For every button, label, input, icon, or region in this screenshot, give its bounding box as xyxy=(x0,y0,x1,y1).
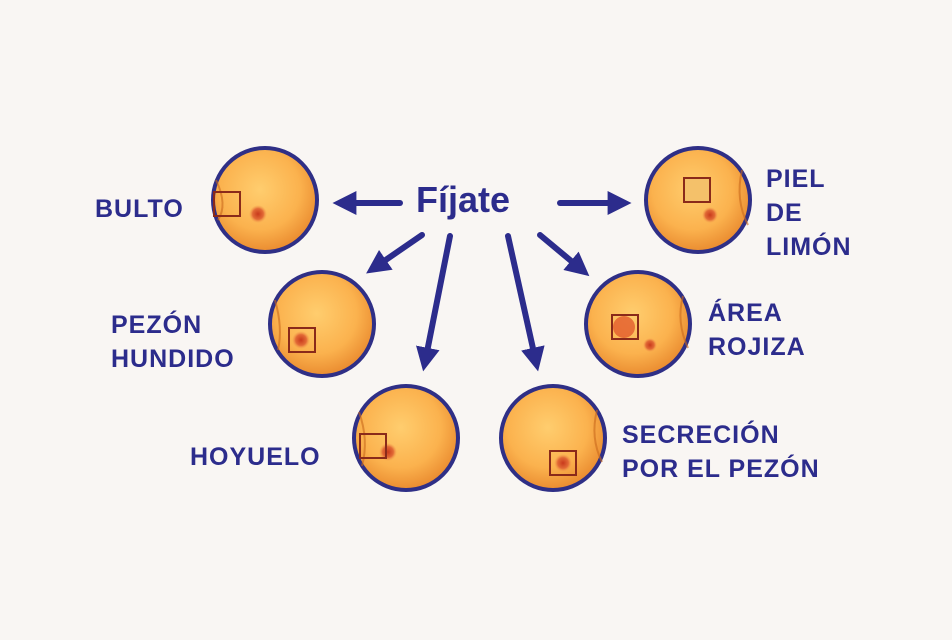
label-line: DE xyxy=(766,199,803,227)
label-hoyuelo: HOYUELO xyxy=(190,440,321,474)
label-line: HOYUELO xyxy=(190,443,321,471)
breast-illustration-icon xyxy=(644,146,752,254)
label-pezon-hundido: PEZÓN HUNDIDO xyxy=(111,308,235,376)
breast-illustration-icon xyxy=(352,384,460,492)
marker-square-icon xyxy=(213,191,241,217)
marker-square-icon xyxy=(683,177,711,203)
marker-square-icon xyxy=(359,433,387,459)
arrow-icon xyxy=(537,232,590,277)
center-title: Fíjate xyxy=(416,179,511,220)
breast-illustration-icon xyxy=(211,146,319,254)
label-bulto: BULTO xyxy=(95,192,184,226)
arrow-icon xyxy=(505,233,545,372)
label-line: POR EL PEZÓN xyxy=(622,455,820,483)
marker-square-icon xyxy=(549,450,577,476)
label-line: LIMÓN xyxy=(766,233,852,261)
label-line: ROJIZA xyxy=(708,333,806,361)
marker-square-icon xyxy=(611,314,639,340)
breast-illustration-icon xyxy=(268,270,376,378)
arrow-icon xyxy=(416,233,453,372)
arrow-icon xyxy=(366,232,425,274)
label-line: ÁREA xyxy=(708,299,783,327)
marker-square-icon xyxy=(288,327,316,353)
label-line: BULTO xyxy=(95,195,184,223)
breast-illustration-icon xyxy=(584,270,692,378)
label-piel-de-limon: PIEL DE LIMÓN xyxy=(766,162,852,264)
label-line: PIEL xyxy=(766,165,826,193)
label-line: PEZÓN xyxy=(111,311,203,339)
label-line: SECRECIÓN xyxy=(622,421,780,449)
breast-illustration-icon xyxy=(499,384,607,492)
label-area-rojiza: ÁREA ROJIZA xyxy=(708,296,806,364)
label-secrecion: SECRECIÓN POR EL PEZÓN xyxy=(622,418,820,486)
arrows xyxy=(332,191,632,372)
label-line: HUNDIDO xyxy=(111,345,235,373)
